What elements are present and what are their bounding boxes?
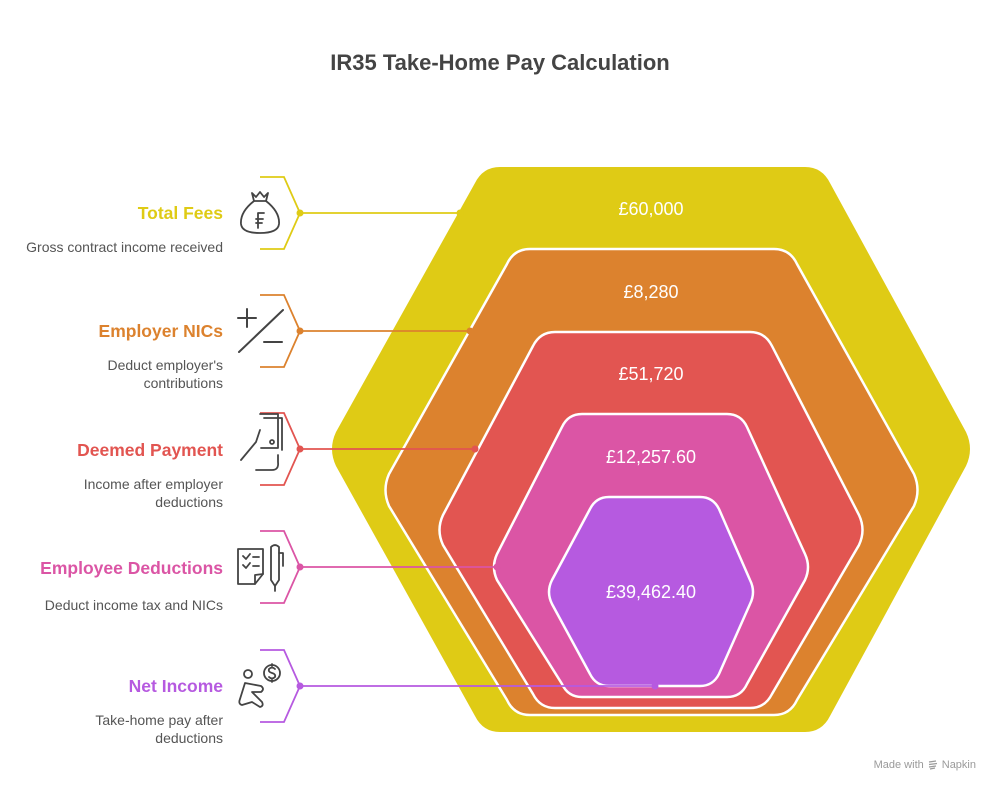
description-total-fees: Gross contract income received [26,239,223,255]
label-employee-deductions: Employee Deductions [40,558,223,578]
connector-start-dot-deemed-payment [296,445,304,453]
footer-brand: Napkin [941,759,976,771]
description-net-income: Take-home pay after deductions [95,712,223,746]
connector-end-dot-employee-deductions [493,563,501,571]
label-deemed-payment: Deemed Payment [77,440,223,460]
checklist-pen-icon [237,544,284,592]
value-total-fees: £60,000 [618,199,683,219]
plus-minus-icon [237,308,284,353]
label-employer-nics: Employer NICs [98,321,223,341]
bracket-employee-deductions [260,530,301,604]
label-total-fees: Total Fees [137,203,223,223]
bracket-deemed-payment [260,412,301,486]
napkin-logo-icon [928,760,937,770]
money-bag-icon [240,191,280,234]
connector-end-dot-deemed-payment [471,445,479,453]
connector-end-dot-total-fees [456,209,464,217]
description-employer-nics: Deduct employer's contributions [107,357,224,391]
connector-start-dot-employer-nics [296,327,304,335]
description-employee-deductions: Deduct income tax and NICs [44,597,223,613]
value-net-income: £39,462.40 [606,582,696,602]
description-deemed-payment: Income after employer deductions [83,476,223,510]
hand-with-cash-icon [240,413,283,471]
connector-end-dot-net-income [651,682,659,690]
connector-start-dot-total-fees [296,209,304,217]
value-employee-deductions: £12,257.60 [606,447,696,467]
label-net-income: Net Income [128,676,223,696]
page-title: IR35 Take-Home Pay Calculation [330,50,670,75]
footer-made-with: Made with [873,759,924,771]
bracket-employer-nics [260,294,301,368]
connector-end-dot-employer-nics [466,327,474,335]
footer-attribution: Made with Napkin [874,759,976,771]
bracket-total-fees [260,176,301,250]
bracket-net-income [260,649,301,723]
person-with-coin-icon [238,663,281,708]
connector-start-dot-employee-deductions [296,563,304,571]
connector-start-dot-net-income [296,682,304,690]
value-employer-nics: £8,280 [623,282,678,302]
value-deemed-payment: £51,720 [618,364,683,384]
hexagon-net-income [547,495,755,688]
